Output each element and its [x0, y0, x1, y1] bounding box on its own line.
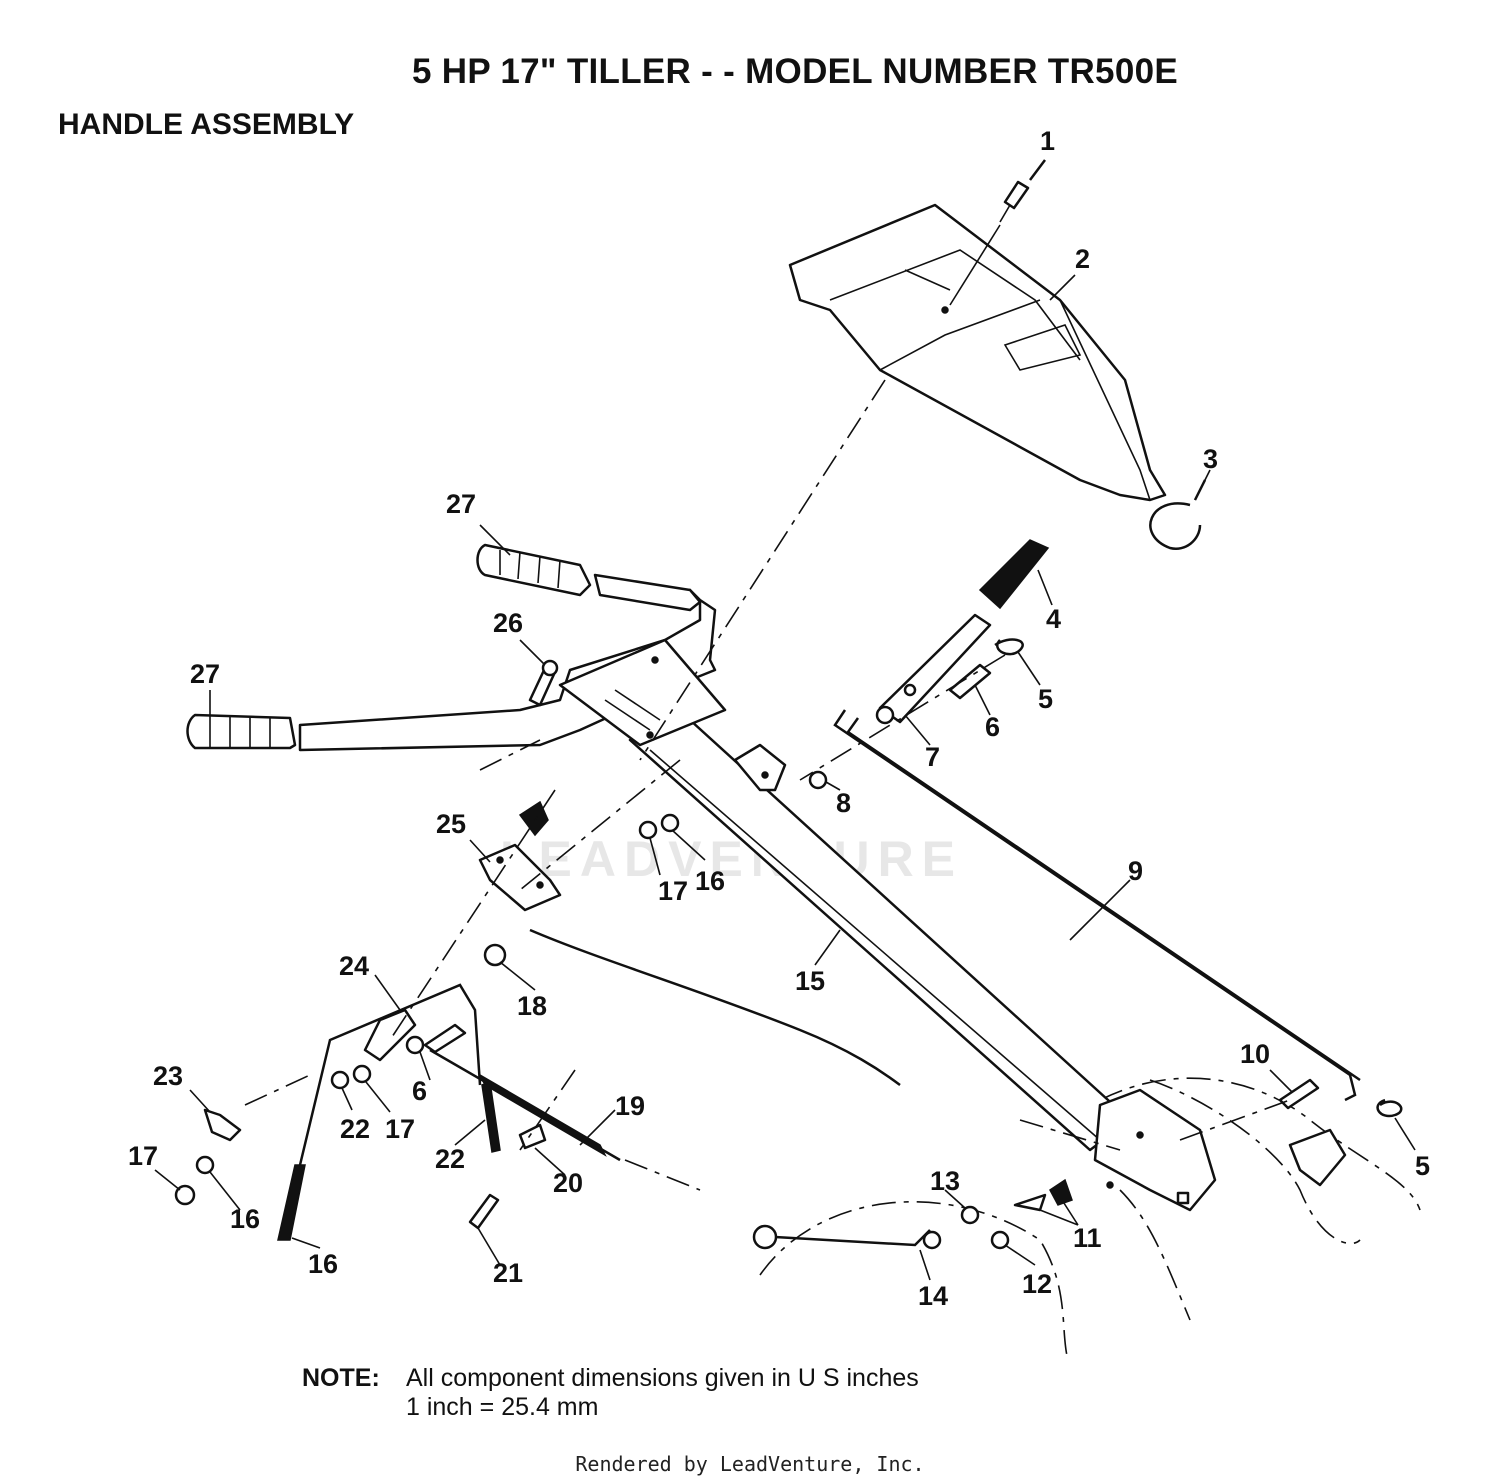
section-title: HANDLE ASSEMBLY: [58, 108, 355, 141]
handle-tube-15: [628, 718, 1132, 1152]
assembly-line-10: [1179, 1099, 1291, 1141]
pin-11b: [1049, 1178, 1073, 1206]
callout-17: 17: [658, 876, 688, 906]
nut-18: [483, 943, 507, 967]
sleeve-22-left: [277, 1164, 306, 1241]
assembly-line-19: [624, 1159, 701, 1191]
callout-24: 24: [339, 951, 369, 981]
callout-20: 20: [553, 1168, 583, 1198]
hairpin-clip-5: [994, 638, 1024, 656]
callout-8: 8: [836, 788, 851, 818]
nut-12: [990, 1230, 1010, 1250]
frame-outline: [1119, 1189, 1191, 1321]
callout-14: 14: [918, 1281, 948, 1311]
bolt-21: [468, 1193, 500, 1230]
handlebar: [298, 573, 787, 792]
callout-25: 25: [436, 809, 466, 839]
callout-23: 23: [153, 1061, 183, 1091]
callout-3: 3: [1203, 444, 1218, 474]
sleeve-22-right: [481, 1080, 501, 1153]
callout-13: 13: [930, 1166, 960, 1196]
callout-6-lower: 6: [412, 1076, 427, 1106]
clip-20: [518, 1123, 547, 1150]
spacer-8: [808, 770, 828, 790]
hairpin-clip-5-right: [1376, 1098, 1403, 1118]
callout-16-mid: 17: [385, 1114, 415, 1144]
callout-5-right: 5: [1415, 1151, 1430, 1181]
shift-lever: [875, 539, 1050, 725]
tine-shield-outline: [1099, 1077, 1421, 1211]
washer-16-lower-left: [195, 1155, 215, 1175]
assembly-line-25: [519, 759, 681, 891]
bolt-6-lower: [423, 1023, 467, 1054]
dimension-note: NOTE: All component dimensions given in U…: [302, 1364, 919, 1422]
assembly-line-23: [244, 1074, 311, 1106]
callout-2: 2: [1075, 244, 1090, 274]
pin-11a: [1013, 1193, 1047, 1212]
note-line-2: 1 inch = 25.4 mm: [406, 1393, 599, 1421]
assembly-line-20: [519, 1069, 576, 1151]
callout-4: 4: [1046, 604, 1061, 634]
throttle-cable: [529, 928, 901, 1087]
callout-16-left: 16: [230, 1204, 260, 1234]
footer-credit: Rendered by LeadVenture, Inc.: [575, 1452, 925, 1476]
callout-15: 15: [795, 966, 825, 996]
note-line-1: All component dimensions given in U S in…: [406, 1364, 919, 1392]
assembly-line-panel: [639, 379, 886, 761]
assembly-line-bracket: [1019, 1119, 1121, 1151]
tine-shield-outline-2: [1149, 1079, 1361, 1245]
nut-17-lower-left: [174, 1184, 196, 1206]
grip-upper-27: [476, 543, 592, 597]
callout-12: 12: [1022, 1269, 1052, 1299]
assembly-line-throttle: [389, 789, 556, 1041]
callout-10: 10: [1240, 1039, 1270, 1069]
callout-27-upper: 27: [446, 489, 476, 519]
cable-clip-23: [203, 1108, 242, 1142]
spring-19: [478, 1073, 607, 1157]
grip-lower-27: [186, 713, 297, 750]
shift-rod-9: [833, 709, 1357, 1102]
assembly-line-lever: [799, 654, 1006, 781]
callout-26: 26: [493, 608, 523, 638]
ground-outline: [759, 1201, 1069, 1361]
nut-17-upper: [638, 820, 658, 840]
callout-6: 6: [985, 712, 1000, 742]
callout-22-left: 16: [308, 1249, 338, 1279]
bolt-26-head: [541, 659, 559, 677]
note-label: NOTE:: [302, 1364, 380, 1392]
washer-13: [960, 1205, 980, 1225]
callout-17-mid: 22: [340, 1114, 370, 1144]
handle-panel: [788, 203, 1167, 502]
callout-19: 19: [615, 1091, 645, 1121]
shift-bracket: [1288, 1128, 1347, 1187]
watermark: LEADVENTURE: [500, 831, 963, 887]
washer-16-upper: [660, 813, 680, 833]
callout-11: 11: [1073, 1223, 1102, 1253]
callout-16: 16: [695, 866, 725, 896]
page-title: 5 HP 17" TILLER - - MODEL NUMBER TR500E: [411, 52, 1178, 91]
callout-5: 5: [1038, 684, 1053, 714]
callout-1: 1: [1040, 126, 1055, 156]
bolt-10: [1278, 1078, 1320, 1110]
bolt-6: [948, 663, 992, 700]
callout-9: 9: [1128, 856, 1143, 886]
depth-stake-14: [752, 1224, 942, 1250]
callout-21: 21: [493, 1258, 523, 1288]
handle-bracket: [1093, 1088, 1217, 1212]
shift-rod-9b: [846, 717, 1361, 1082]
screw-1: [949, 159, 1046, 306]
callout-22: 22: [435, 1144, 465, 1174]
leader-lines: [154, 274, 1416, 1281]
callout-18: 18: [517, 991, 547, 1021]
assembly-line-grip: [479, 739, 541, 771]
throttle-control-25: [478, 800, 562, 912]
callout-17-left: 17: [128, 1141, 158, 1171]
callout-27-lower: 27: [190, 659, 220, 689]
callout-7: 7: [925, 742, 940, 772]
